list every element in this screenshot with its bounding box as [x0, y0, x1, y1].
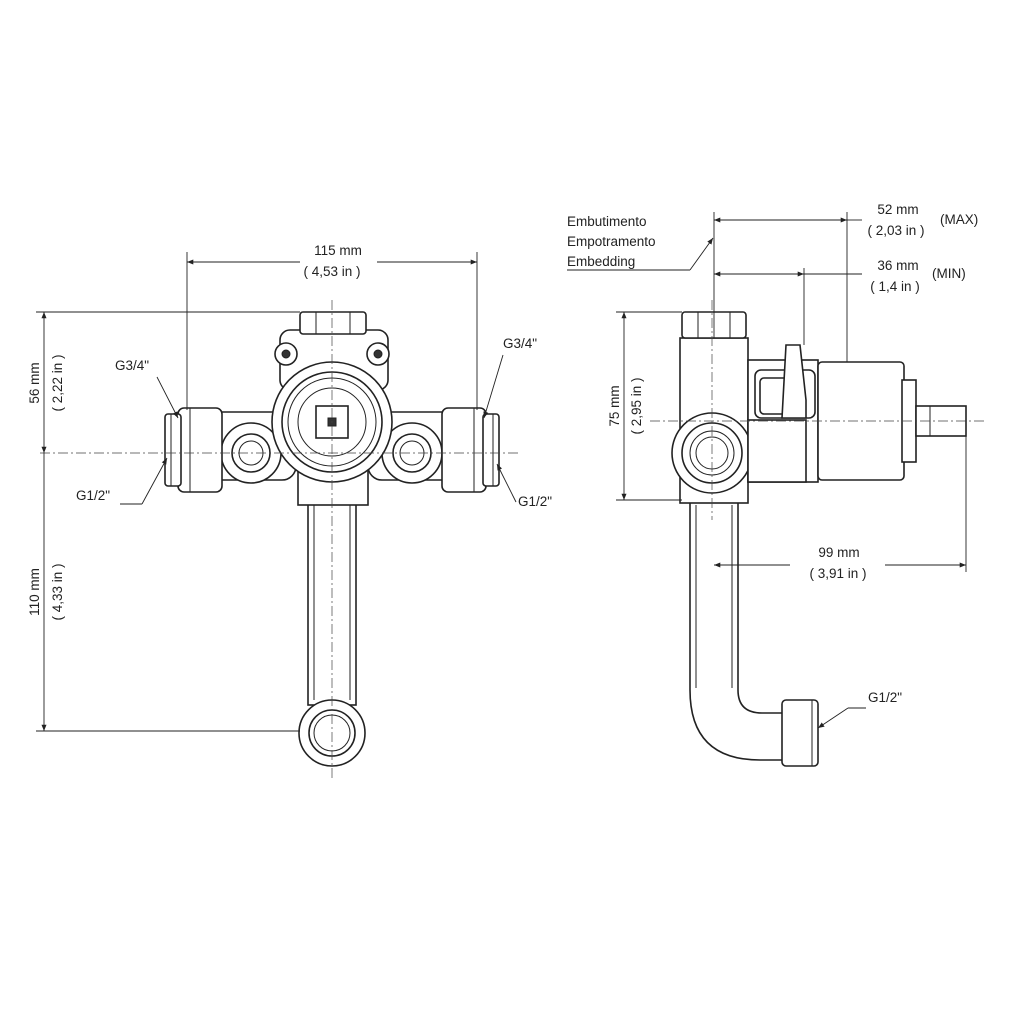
embed-label-pt: Embutimento — [567, 214, 647, 229]
front-height-dimensions: 56 mm ( 2,22 in ) 110 mm ( 4,33 in ) — [27, 311, 300, 732]
front-top-height-mm: 56 mm — [27, 362, 42, 403]
embedding-label: Embutimento Empotramento Embedding — [567, 214, 714, 271]
max-mm: 52 mm — [877, 202, 918, 217]
max-embed-dimension: 52 mm ( 2,03 in ) (MAX) — [713, 202, 978, 362]
label-g34-right: G3/4" — [503, 336, 537, 351]
side-height-mm: 75 mm — [607, 385, 622, 426]
front-top-height-in: ( 2,22 in ) — [50, 354, 65, 411]
embed-label-es: Empotramento — [567, 234, 656, 249]
min-in: ( 1,4 in ) — [870, 279, 920, 294]
side-height-in: ( 2,95 in ) — [629, 377, 644, 434]
front-bottom-height-in: ( 4,33 in ) — [50, 563, 65, 620]
front-view: 115 mm ( 4,53 in ) 56 mm ( 2,22 in ) 110… — [27, 243, 552, 780]
side-view: Embutimento Empotramento Embedding 52 mm… — [567, 202, 985, 767]
side-port-label: G1/2" — [817, 690, 902, 729]
label-g12-right: G1/2" — [518, 494, 552, 509]
label-g12-left: G1/2" — [76, 488, 110, 503]
front-port-labels: G3/4" G1/2" G3/4" G1/2" — [76, 336, 552, 509]
label-g12-side: G1/2" — [868, 690, 902, 705]
min-mm: 36 mm — [877, 258, 918, 273]
front-width-mm: 115 mm — [314, 243, 362, 258]
side-depth-in: ( 3,91 in ) — [809, 566, 866, 581]
embed-label-en: Embedding — [567, 254, 635, 269]
front-valve-body — [164, 311, 500, 506]
min-embed-dimension: 36 mm ( 1,4 in ) (MIN) — [714, 258, 966, 345]
side-depth-mm: 99 mm — [818, 545, 859, 560]
front-width-dimension: 115 mm ( 4,53 in ) — [186, 243, 478, 410]
min-tag: (MIN) — [932, 266, 966, 281]
side-valve-body — [671, 311, 967, 504]
front-width-in: ( 4,53 in ) — [303, 264, 360, 279]
side-depth-dimension: 99 mm ( 3,91 in ) — [714, 408, 967, 581]
max-in: ( 2,03 in ) — [867, 223, 924, 238]
front-bottom-height-mm: 110 mm — [27, 568, 42, 616]
side-outlet-pipe — [689, 499, 819, 767]
label-g34-left: G3/4" — [115, 358, 149, 373]
side-height-dimension: 75 mm ( 2,95 in ) — [607, 311, 682, 501]
max-tag: (MAX) — [940, 212, 978, 227]
